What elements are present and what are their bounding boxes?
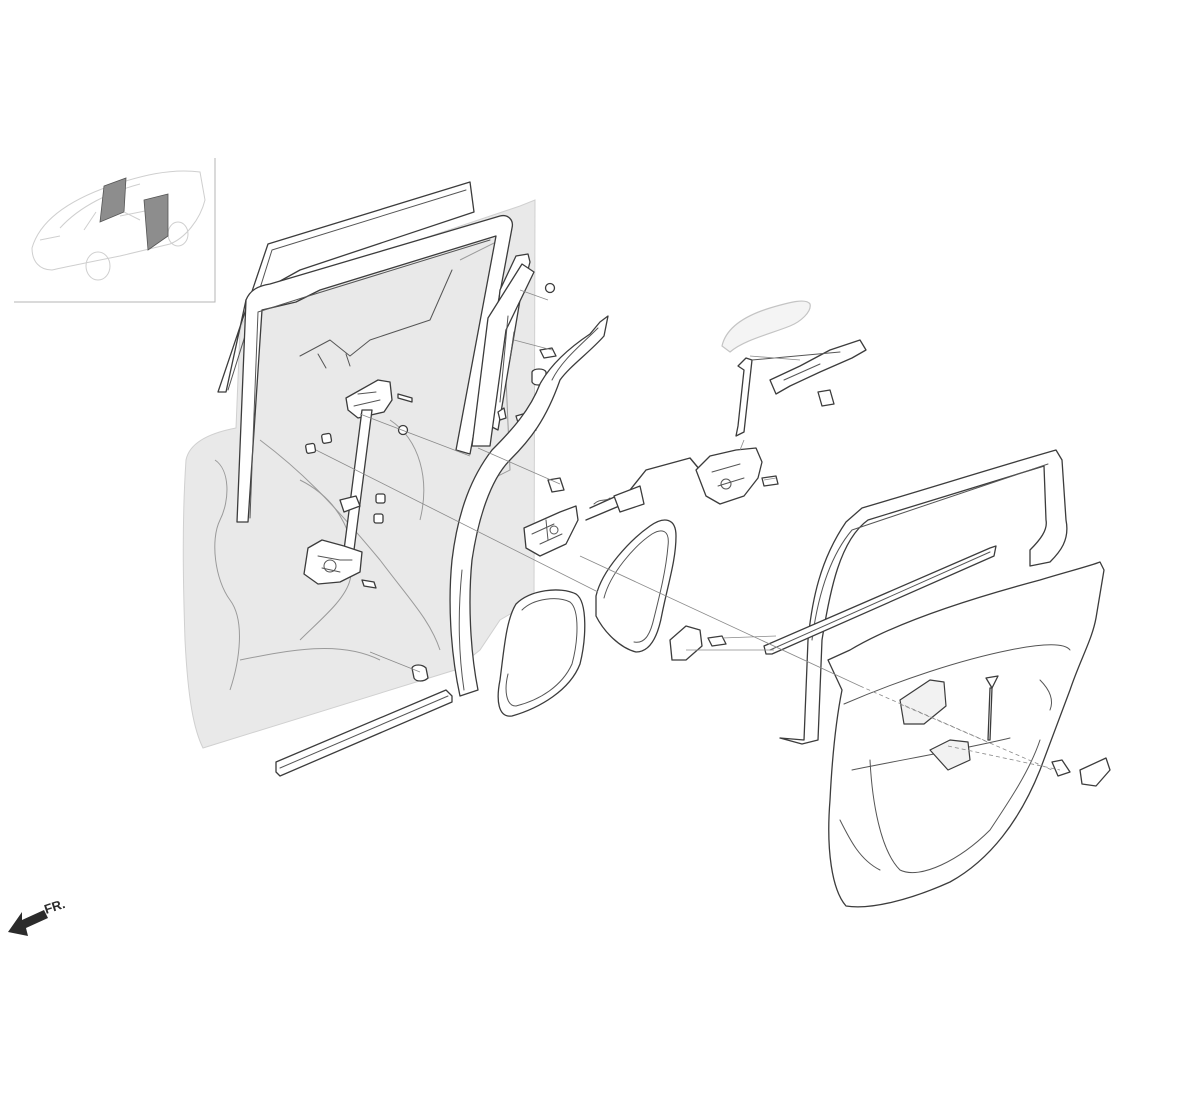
outer-belt-moulding bbox=[763, 545, 997, 655]
window-run-channel bbox=[236, 214, 514, 523]
trim-fasteners bbox=[985, 675, 1111, 787]
front-direction-label: FR. bbox=[42, 896, 67, 917]
door-trim-panel bbox=[827, 561, 1105, 908]
panel-clips bbox=[305, 432, 386, 524]
locator-rear-door-highlight bbox=[143, 193, 169, 251]
door-lock-assembly bbox=[523, 477, 579, 557]
service-hole-seal-2 bbox=[595, 519, 677, 653]
outside-handle-actuator bbox=[695, 447, 779, 505]
regulator-bolts bbox=[361, 393, 429, 682]
outside-door-handle bbox=[721, 300, 867, 437]
window-regulator bbox=[303, 379, 393, 585]
rear-door-weatherstrip bbox=[449, 315, 609, 697]
inside-handle-cables bbox=[585, 457, 701, 521]
leader-lines bbox=[315, 289, 1061, 771]
rear-division-channel bbox=[471, 253, 535, 447]
door-checker bbox=[669, 625, 727, 661]
front-direction-indicator: FR. bbox=[8, 896, 67, 936]
service-hole-seal-1 bbox=[497, 589, 586, 717]
vehicle-locator-inset bbox=[14, 158, 216, 303]
front-direction-arrow-icon bbox=[8, 910, 48, 936]
vehicle-locator-icon bbox=[31, 170, 206, 281]
lower-garnish-strip bbox=[275, 689, 453, 777]
